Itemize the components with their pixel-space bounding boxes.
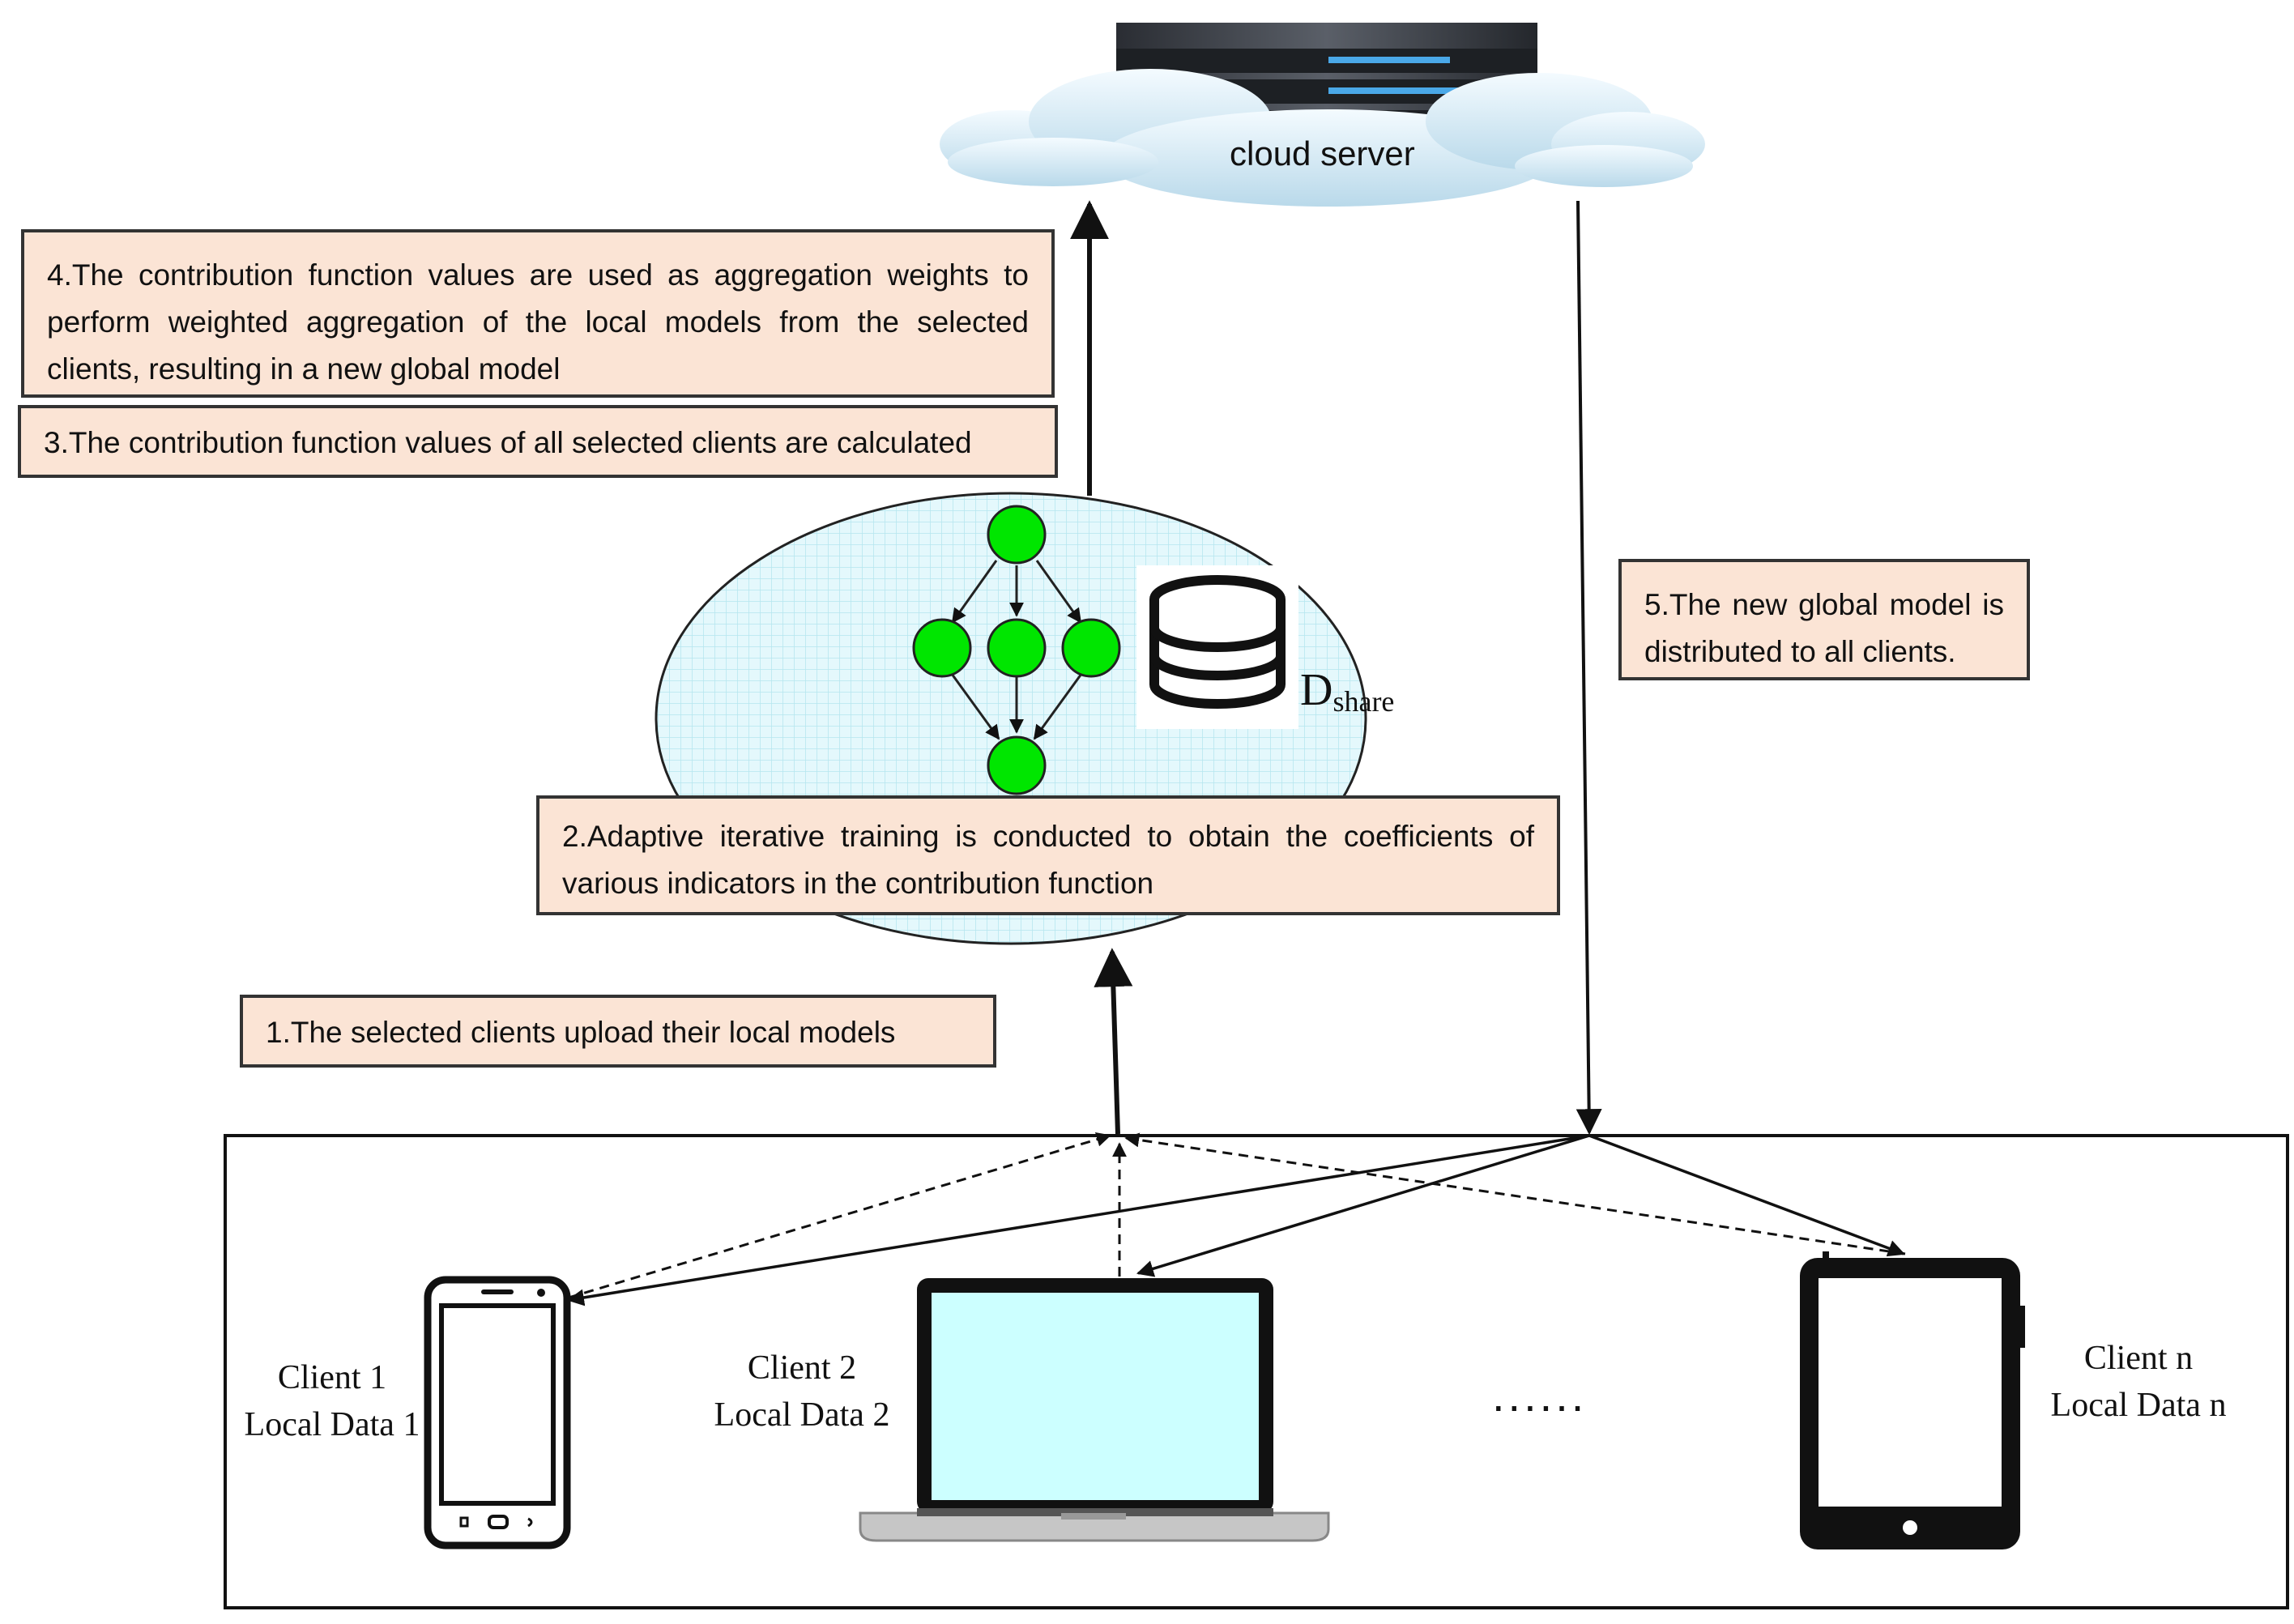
step-3-box: 3.The contribution function values of al… — [18, 405, 1058, 478]
step-4-text: 4.The contribution function values are u… — [47, 258, 1029, 386]
cloud-icon — [940, 69, 1705, 207]
client-1-data: Local Data 1 — [244, 1406, 420, 1443]
step-5-box: 5.The new global model is distributed to… — [1618, 559, 2030, 680]
cloud-server-label: cloud server — [1230, 134, 1415, 173]
client-n-name: Client n — [2083, 1340, 2194, 1377]
database-icon — [1136, 565, 1298, 729]
client-2-label: Client 2 Local Data 2 — [689, 1345, 915, 1439]
upload-to-ellipse-arrow — [1094, 948, 1133, 1135]
step-4-box: 4.The contribution function values are u… — [21, 229, 1055, 398]
client-1-name: Client 1 — [277, 1359, 387, 1396]
client-2-name: Client 2 — [747, 1349, 857, 1387]
cloud-server — [940, 23, 1705, 207]
nn-node-middle — [987, 618, 1047, 678]
step-1-text: 1.The selected clients upload their loca… — [266, 1016, 896, 1049]
step-2-text: 2.Adaptive iterative training is conduct… — [562, 820, 1534, 900]
client-2-data: Local Data 2 — [714, 1396, 890, 1434]
flow-arrows — [566, 200, 1906, 1306]
distribute-arrow — [1576, 200, 1602, 1136]
nn-node-bottom — [987, 735, 1047, 795]
nn-node-right — [1061, 618, 1121, 678]
client-n-label: Client n Local Data n — [2025, 1335, 2252, 1429]
step-2-box: 2.Adaptive iterative training is conduct… — [536, 795, 1560, 915]
step-3-text: 3.The contribution function values of al… — [44, 426, 972, 459]
step-1-box: 1.The selected clients upload their loca… — [240, 995, 996, 1068]
smartphone-icon — [424, 1276, 571, 1549]
nn-node-top — [987, 505, 1047, 565]
neural-network-icon — [912, 505, 1121, 795]
laptop-icon — [859, 1278, 1330, 1542]
more-clients-ellipsis: ...... — [1492, 1370, 1588, 1421]
client-1-label: Client 1 Local Data 1 — [219, 1354, 446, 1448]
tablet-icon — [1800, 1251, 2025, 1549]
clients-container — [224, 1134, 2289, 1609]
dataset-label: Dshare — [1300, 665, 1395, 718]
step-5-text: 5.The new global model is distributed to… — [1644, 588, 2004, 668]
client-n-data: Local Data n — [2050, 1387, 2227, 1424]
nn-node-left — [912, 618, 972, 678]
